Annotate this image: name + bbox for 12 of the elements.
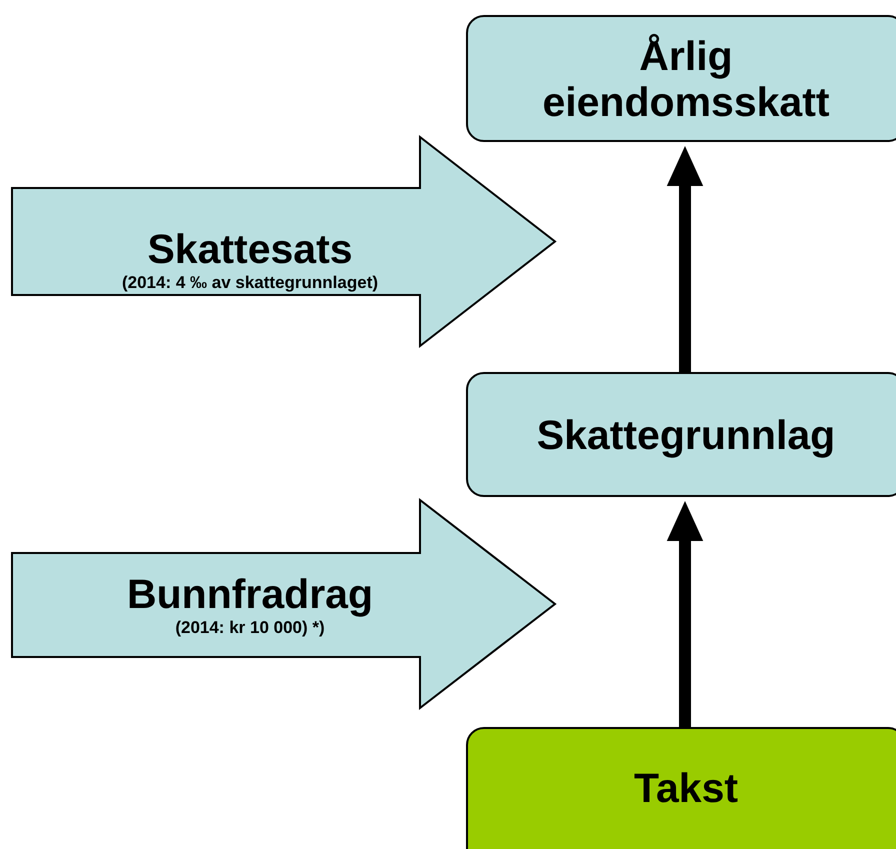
arrow: [666, 146, 704, 372]
process-box: [466, 727, 896, 849]
box-label: Skattegrunnlag: [536, 412, 836, 458]
arrow-note: (2014: kr 10 000) *): [175, 617, 325, 639]
process-box: [466, 15, 896, 142]
process-box: [466, 372, 896, 497]
box-label: Takst: [632, 765, 740, 811]
arrow-title: Bunnfradrag: [127, 571, 373, 617]
box-label: Årlig eiendomsskatt: [541, 32, 831, 124]
arrow: [666, 501, 704, 727]
arrow-title: Skattesats: [147, 226, 353, 272]
arrow-note: (2014: 4 ‰ av skattegrunnlaget): [122, 272, 378, 294]
